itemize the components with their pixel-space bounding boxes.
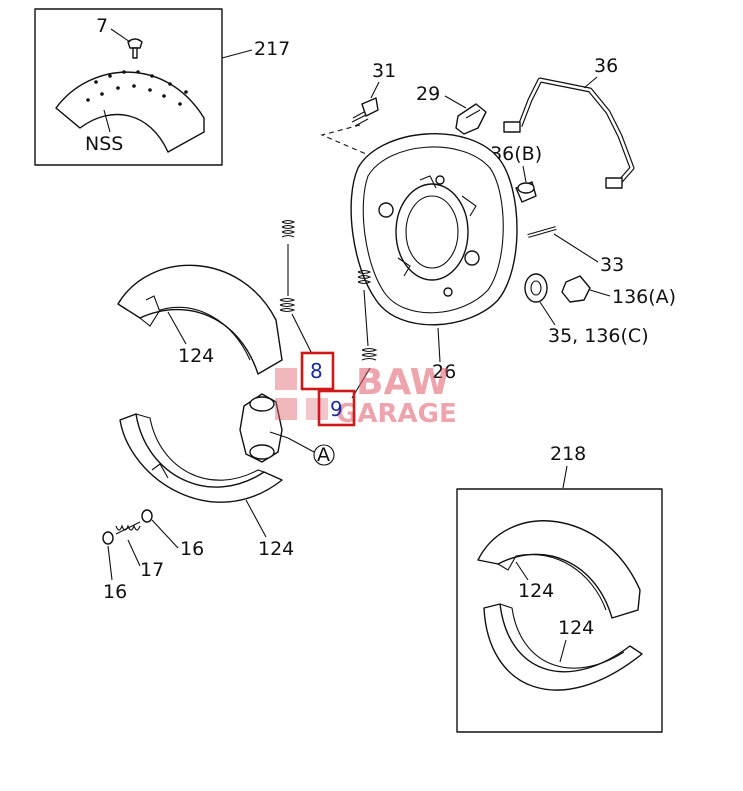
- grommet-part: [524, 273, 548, 303]
- label-26: 26: [432, 361, 456, 383]
- label-16-right: 16: [180, 538, 204, 560]
- label-124-box-lower: 124: [558, 617, 594, 639]
- highlight-8-label: 8: [310, 359, 323, 383]
- highlight-8[interactable]: 8: [300, 351, 335, 391]
- brake-shoe-upper-part: [117, 264, 283, 375]
- label-124-lower: 124: [258, 538, 294, 560]
- callout-a-circle: [313, 444, 335, 466]
- label-16-left: 16: [103, 581, 127, 603]
- label-33: 33: [600, 254, 624, 276]
- brake-pipe-part: [503, 77, 635, 189]
- label-a: A: [317, 444, 330, 466]
- highlight-9-label: 9: [330, 397, 343, 421]
- watermark-line1: BAW: [356, 362, 449, 403]
- rivet-part: [127, 38, 143, 59]
- label-7: 7: [96, 15, 108, 37]
- watermark: BAW GARAGE: [275, 362, 457, 429]
- label-36: 36: [594, 55, 618, 77]
- label-nss: NSS: [85, 133, 123, 155]
- watermark-line2: GARAGE: [336, 399, 457, 429]
- backing-plate-part: [350, 133, 518, 326]
- label-124-box-upper: 124: [518, 580, 554, 602]
- washer-part: [102, 509, 153, 545]
- brake-lining-part: [55, 70, 205, 153]
- inset-box-217: 7 NSS: [34, 8, 223, 166]
- label-29: 29: [416, 83, 440, 105]
- shoe-set-upper-part: [477, 520, 641, 619]
- label-136a: 136(A): [612, 286, 676, 308]
- highlight-9[interactable]: 9: [317, 389, 356, 427]
- label-218: 218: [550, 443, 586, 465]
- label-35-136c: 35, 136(C): [548, 325, 649, 347]
- bracket-part: [455, 103, 487, 135]
- label-17: 17: [140, 559, 164, 581]
- brake-shoe-lower-part: [119, 413, 283, 503]
- grommet-b-part: [515, 181, 537, 203]
- spring-upper-right-part: [357, 269, 378, 361]
- inset-box-218: 124 124: [456, 488, 663, 733]
- label-124-upper: 124: [178, 345, 214, 367]
- label-31: 31: [372, 60, 396, 82]
- spring-upper-left-part: [279, 219, 296, 313]
- bolt-part: [351, 97, 379, 127]
- pin-part: [527, 226, 557, 238]
- adjuster-part: [239, 393, 289, 463]
- small-spring-part: [115, 521, 141, 535]
- shoe-set-lower-part: [483, 603, 643, 691]
- label-217: 217: [254, 38, 290, 60]
- clip-a-part: [561, 275, 591, 303]
